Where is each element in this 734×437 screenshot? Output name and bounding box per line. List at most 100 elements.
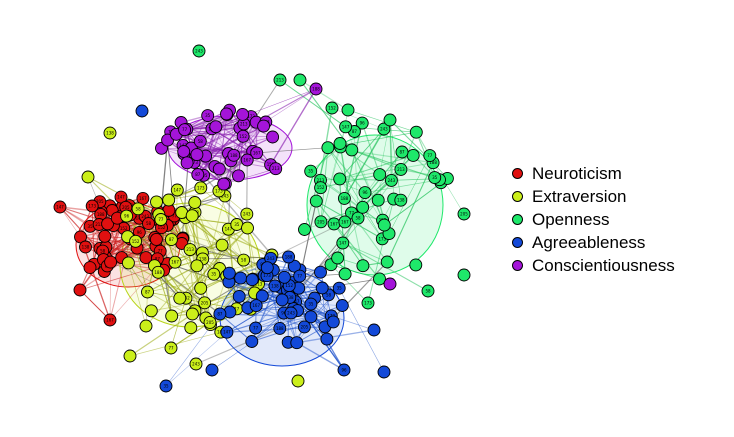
graph-node-openness: 147 bbox=[339, 120, 353, 134]
graph-node-conscientiousness bbox=[257, 119, 271, 133]
graph-node-label: 167 bbox=[171, 260, 179, 265]
graph-node-circle bbox=[249, 299, 263, 313]
graph-node-label: 243 bbox=[267, 256, 275, 261]
graph-node-circle bbox=[98, 229, 112, 243]
graph-edge bbox=[320, 143, 341, 222]
graph-node-openness: 35 bbox=[304, 164, 318, 178]
graph-node-circle bbox=[149, 232, 163, 246]
graph-node-label: 35 bbox=[308, 302, 314, 307]
graph-node-circle bbox=[339, 120, 353, 134]
graph-edge bbox=[191, 215, 198, 266]
legend-label: Neuroticism bbox=[532, 163, 622, 183]
graph-node-agreeableness bbox=[205, 363, 219, 377]
graph-node-circle bbox=[383, 113, 397, 127]
graph-node-openness bbox=[373, 272, 386, 286]
graph-node-agreeableness bbox=[377, 365, 391, 379]
graph-node-label: 58 bbox=[198, 139, 204, 144]
graph-node-circle bbox=[335, 299, 349, 312]
graph-node-circle bbox=[337, 363, 351, 377]
graph-node-openness: 213 bbox=[394, 162, 408, 176]
graph-node-label: 35 bbox=[234, 222, 240, 227]
graph-edge bbox=[174, 189, 178, 263]
graph-node-conscientiousness: 58 bbox=[193, 134, 207, 148]
graph-node-label: 138 bbox=[271, 283, 279, 288]
graph-node-circle bbox=[222, 266, 236, 280]
graph-node-extraversion bbox=[291, 374, 305, 388]
graph-node-circle bbox=[266, 130, 280, 144]
graph-node-extraversion bbox=[81, 170, 95, 184]
graph-node-label: 77 bbox=[168, 346, 174, 351]
graph-node-circle bbox=[188, 196, 202, 209]
graph-node-label: 77 bbox=[158, 217, 164, 222]
graph-node-circle bbox=[123, 349, 137, 363]
graph-node-circle bbox=[309, 194, 323, 208]
graph-node-circle bbox=[287, 259, 301, 273]
graph-node-circle bbox=[170, 183, 184, 197]
graph-node-openness: 152 bbox=[325, 101, 339, 115]
graph-node-circle bbox=[356, 259, 370, 273]
graph-node-label: 147 bbox=[223, 330, 231, 335]
graph-node-openness bbox=[409, 125, 423, 139]
graph-node-openness: 77 bbox=[423, 149, 437, 163]
graph-node-circle bbox=[373, 272, 386, 286]
graph-node-label: 77 bbox=[427, 153, 433, 158]
graph-node-openness: 58 bbox=[351, 211, 365, 225]
graph-node-circle bbox=[198, 296, 212, 310]
graph-node-circle bbox=[240, 207, 254, 221]
graph-node-circle bbox=[394, 162, 408, 176]
graph-node-circle bbox=[178, 123, 192, 137]
graph-node-openness bbox=[333, 137, 347, 150]
graph-node-conscientiousness: 213 bbox=[269, 162, 283, 176]
graph-node-circle bbox=[121, 256, 135, 270]
graph-node-circle bbox=[284, 306, 298, 320]
graph-node-label: 173 bbox=[190, 160, 198, 165]
graph-node-circle bbox=[383, 277, 397, 291]
graph-node-circle bbox=[159, 379, 173, 393]
graph-node-openness bbox=[371, 193, 385, 207]
graph-edge bbox=[330, 264, 369, 304]
graph-node-conscientiousness bbox=[266, 130, 280, 144]
graph-node-label: 147 bbox=[339, 241, 347, 246]
graph-node-circle bbox=[240, 153, 254, 167]
graph-node-openness: 147 bbox=[336, 236, 350, 250]
graph-node-label: 188 bbox=[230, 153, 238, 158]
graph-node-label: 205 bbox=[301, 324, 309, 329]
graph-node-circle bbox=[293, 73, 307, 87]
graph-edge bbox=[386, 162, 434, 263]
graph-node-openness bbox=[341, 103, 355, 117]
graph-node-openness bbox=[409, 258, 423, 272]
legend-dot-icon bbox=[512, 237, 523, 248]
legend-dot-icon bbox=[512, 260, 523, 271]
graph-node-label: 173 bbox=[215, 188, 223, 193]
graph-node-circle bbox=[421, 284, 435, 298]
graph-node-label: 205 bbox=[201, 300, 209, 305]
legend-item-openness: Openness bbox=[512, 208, 675, 231]
graph-node-conscientiousness bbox=[177, 145, 191, 158]
legend-dot-icon bbox=[512, 214, 523, 225]
graph-node-extraversion: 173 bbox=[194, 181, 208, 195]
graph-node-extraversion bbox=[173, 291, 187, 305]
graph-node-openness: 87 bbox=[395, 145, 409, 159]
graph-node-openness: 138 bbox=[394, 193, 408, 207]
graph-node-circle bbox=[314, 265, 327, 279]
graph-edge bbox=[351, 149, 440, 181]
graph-node-agreeableness bbox=[245, 273, 259, 287]
graph-node-circle bbox=[428, 171, 442, 185]
graph-node-neuroticism bbox=[74, 230, 87, 244]
graph-node-label: 96 bbox=[362, 190, 368, 195]
graph-node-conscientiousness bbox=[209, 120, 223, 134]
graph-node-label: 58 bbox=[425, 289, 431, 294]
graph-node-label: 213 bbox=[397, 167, 405, 172]
graph-node-circle bbox=[220, 325, 234, 339]
legend-label: Extraversion bbox=[532, 186, 627, 206]
graph-node-extraversion: 138 bbox=[103, 126, 117, 140]
graph-node-extraversion: 35 bbox=[207, 267, 221, 281]
graph-node-openness: 188 bbox=[337, 191, 351, 205]
graph-node-label: 243 bbox=[388, 178, 396, 183]
graph-node-agreeableness: 138 bbox=[268, 279, 282, 293]
graph-node-extraversion bbox=[144, 304, 158, 318]
graph-node-circle bbox=[141, 285, 154, 299]
graph-node-extraversion: 87 bbox=[164, 233, 178, 247]
graph-node-agreeableness: 77 bbox=[249, 321, 263, 335]
graph-node-neuroticism: 147 bbox=[53, 200, 67, 214]
